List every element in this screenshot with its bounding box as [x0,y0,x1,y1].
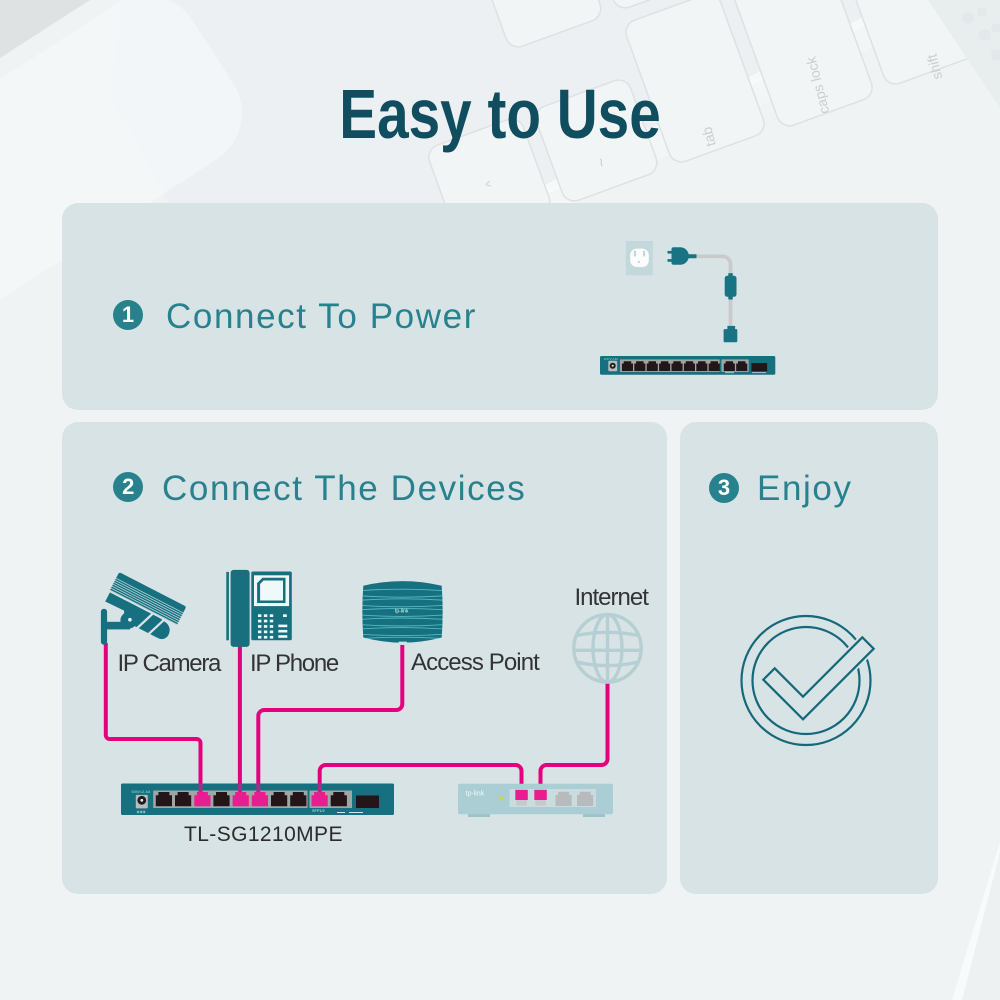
svg-text:~: ~ [593,156,612,169]
svg-text:9-57V 2.4A: 9-57V 2.4A [604,357,618,361]
svg-text:tp-link: tp-link [395,609,409,615]
svg-text:tp-link: tp-link [466,791,485,798]
svg-text:SFP1/2: SFP1/2 [312,809,325,813]
svg-text:60W=2.4A: 60W=2.4A [132,789,151,794]
svg-text:tab: tab [698,125,718,148]
svg-text:^: ^ [482,178,498,188]
svg-text:shift: shift [924,52,946,81]
svg-text:◈◈◈: ◈◈◈ [137,809,147,814]
